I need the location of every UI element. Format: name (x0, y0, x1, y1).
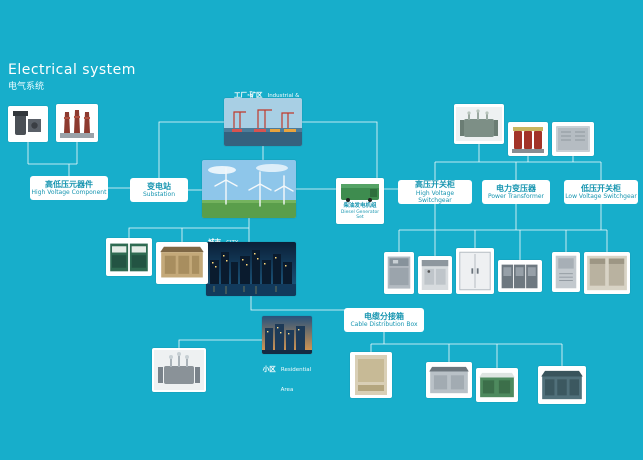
box-substation-tan-icon (160, 246, 204, 278)
residential-photo-caption: 小区 Residential Area (256, 356, 318, 396)
residential-caption-en: Residential Area (280, 367, 312, 393)
wind-farm-scene (202, 160, 296, 218)
product-cabinet-6-image (584, 252, 630, 294)
label-hv-switchgear-zh: 高压开关柜 (415, 180, 455, 190)
page-title: Electrical system (8, 62, 136, 78)
box-substation-green-icon (479, 372, 515, 398)
cabinet-1-icon (387, 256, 411, 289)
cabinet-4-icon (501, 264, 538, 289)
generator-caption-en: Diesel Generator Set (340, 209, 380, 221)
product-hv-component-part-image (8, 106, 48, 142)
label-cable-distribution-zh: 电缆分接箱 (364, 311, 404, 321)
product-cabinet-1-image (384, 252, 414, 294)
product-dry-transformer-image (508, 122, 548, 156)
photo-city (206, 242, 296, 296)
product-box-substation-dark-image (538, 366, 586, 404)
label-cable-distribution-en: Cable Distribution Box (350, 321, 418, 329)
label-high-voltage-component: 高低压元器件 High Voltage Component (30, 176, 108, 200)
residential-caption-zh: 小区 (262, 365, 276, 373)
page-title-block: Electrical system 电气系统 (8, 62, 136, 92)
label-cable-distribution-box: 电缆分接箱 Cable Distribution Box (344, 308, 424, 332)
label-power-transformer-zh: 电力变压器 (496, 183, 536, 193)
label-power-transformer: 电力变压器 Power Transformer (482, 180, 550, 204)
label-lv-switchgear-en: Low Voltage Switchgear (565, 193, 637, 201)
cable-box-beige-icon (355, 355, 387, 395)
label-high-voltage-component-en: High Voltage Component (31, 189, 107, 197)
oil-transformer-icon (456, 107, 502, 141)
label-high-voltage-switchgear: 高压开关柜 High Voltage Switchgear (398, 180, 472, 204)
bushing-icon (60, 110, 94, 138)
photo-wind-farm (202, 160, 296, 218)
cabinet-3-icon (459, 251, 491, 291)
product-cabinet-5-image (552, 252, 580, 292)
page-subtitle: 电气系统 (8, 82, 45, 92)
label-substation: 变电站 Substation (130, 178, 188, 202)
generator-caption-zh: 柴油发电机组 (343, 203, 377, 210)
generator-icon (341, 184, 379, 203)
cabinet-2-icon (421, 260, 449, 290)
product-cable-box-beige-image (350, 352, 392, 398)
label-lv-switchgear-zh: 低压开关柜 (581, 183, 621, 193)
outdoor-box-gray-icon (429, 366, 469, 394)
industrial-caption-zh: 工厂·矿区 (234, 91, 263, 99)
label-power-transformer-en: Power Transformer (487, 193, 545, 201)
residential-scene (262, 316, 312, 354)
enclosed-transformer-icon (556, 126, 590, 152)
dry-transformer-icon (512, 127, 544, 153)
product-box-substation-tan-image (156, 242, 208, 284)
label-substation-en: Substation (142, 191, 176, 199)
product-cabinet-2-image (418, 256, 452, 294)
component-part-icon (13, 111, 41, 135)
label-substation-zh: 变电站 (147, 181, 171, 191)
label-high-voltage-component-zh: 高低压元器件 (45, 179, 93, 189)
product-outdoor-box-gray-image (426, 362, 472, 398)
product-cabinet-3-image (456, 248, 494, 294)
product-cabinet-4-image (498, 260, 542, 292)
oil-transformer-bottom-icon (154, 350, 204, 390)
product-green-switchgear-image (106, 238, 152, 276)
cabinet-5-icon (555, 255, 577, 289)
green-switchgear-icon (110, 243, 148, 272)
product-box-substation-green-image (476, 368, 518, 402)
cabinet-6-icon (587, 255, 627, 291)
product-oil-transformer-bottom-image (152, 348, 206, 392)
photo-residential-area (262, 316, 312, 354)
product-hv-bushing-image (56, 104, 98, 142)
product-diesel-generator: 柴油发电机组 Diesel Generator Set (336, 178, 384, 224)
industrial-scene (224, 98, 302, 146)
generator-caption: 柴油发电机组 Diesel Generator Set (338, 203, 382, 220)
box-substation-dark-icon (541, 370, 583, 400)
label-low-voltage-switchgear: 低压开关柜 Low Voltage Switchgear (564, 180, 638, 204)
product-enclosed-transformer-image (552, 122, 594, 156)
product-oil-transformer-image (454, 104, 504, 144)
photo-industrial-area (224, 98, 302, 146)
label-hv-switchgear-en: High Voltage Switchgear (415, 189, 455, 204)
city-scene (206, 242, 296, 296)
